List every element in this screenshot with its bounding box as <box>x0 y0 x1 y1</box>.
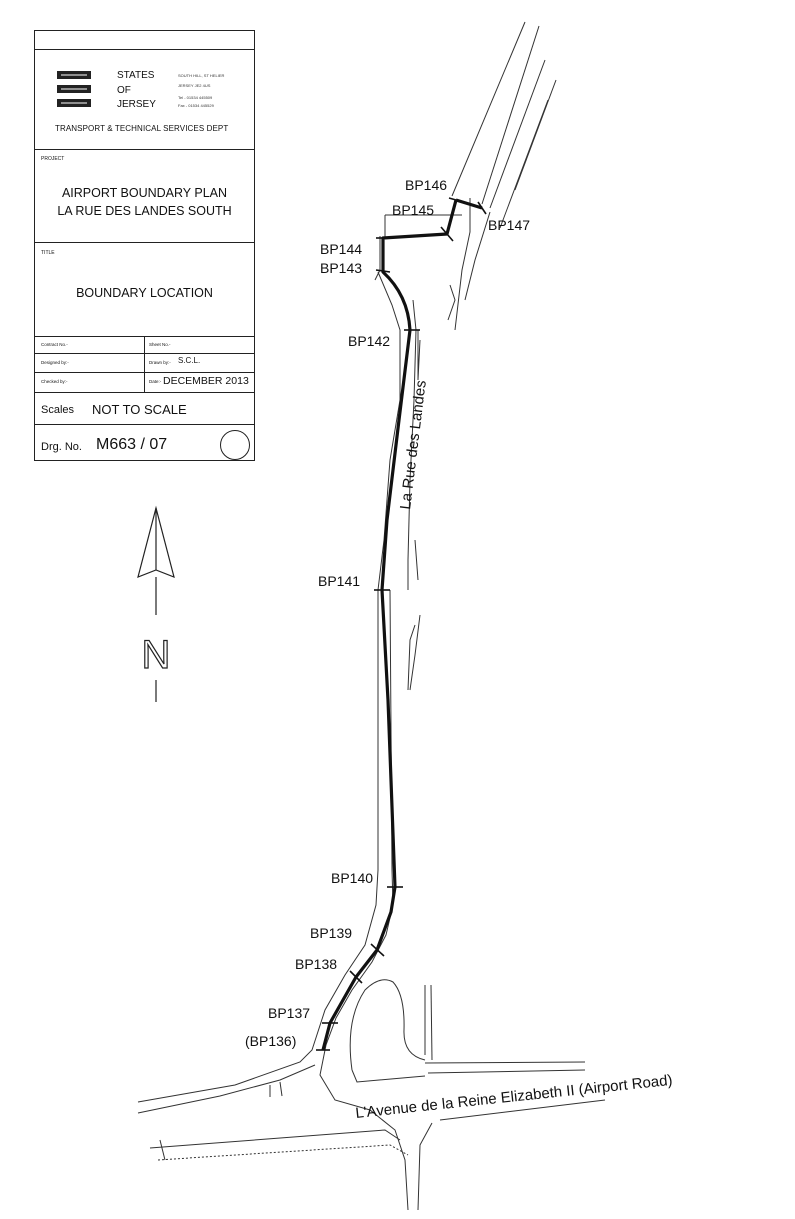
drawn-label: Drawn by:- <box>149 360 171 365</box>
project-label: PROJECT <box>41 156 65 162</box>
scales-label: Scales <box>41 404 75 416</box>
designed-label: Designed by:- <box>41 360 69 365</box>
contact-line: Tel - 01534 445509 <box>178 95 213 100</box>
drawing-number: M663 / 07 <box>96 436 168 453</box>
boundary-point-label: (BP136) <box>245 1033 296 1049</box>
department-name: TRANSPORT & TECHNICAL SERVICES DEPT <box>55 124 229 133</box>
contact-line: SOUTH HILL, ST HELIER <box>178 73 225 78</box>
scales-value: NOT TO SCALE <box>92 402 187 417</box>
title-block-divider <box>35 424 254 425</box>
boundary-ticks <box>316 197 487 1051</box>
coat-of-arms-icon <box>57 71 91 79</box>
contact-line: JERSEY JE2 4US <box>178 83 211 88</box>
boundary-point-label: BP137 <box>268 1005 310 1021</box>
drawn-value: S.C.L. <box>178 356 201 365</box>
boundary-point-label: BP146 <box>405 177 447 193</box>
coat-of-arms-icon <box>57 85 91 93</box>
boundary-point-label: BP145 <box>392 202 434 218</box>
road-outlines <box>137 21 606 1211</box>
org-name-line: OF <box>117 85 131 96</box>
boundary-line <box>321 198 483 1051</box>
date-label: Date:- <box>149 379 162 384</box>
date-value: DECEMBER 2013 <box>163 375 249 387</box>
title-block-divider <box>35 392 254 393</box>
drawing-number-label: Drg. No. <box>41 441 82 453</box>
drawing-title: BOUNDARY LOCATION <box>76 286 213 300</box>
title-block-divider <box>35 49 254 50</box>
title-block-divider <box>35 149 254 150</box>
boundary-point-label: BP141 <box>318 573 360 589</box>
title-block: STATES OF JERSEY SOUTH HILL, ST HELIER J… <box>34 30 255 461</box>
boundary-point-label: BP140 <box>331 870 373 886</box>
boundary-point-label: BP144 <box>320 241 362 257</box>
org-name-line: JERSEY <box>117 99 156 110</box>
boundary-point-label: BP138 <box>295 956 337 972</box>
north-arrow <box>137 505 175 702</box>
boundary-point-label: BP143 <box>320 260 362 276</box>
title-block-divider <box>35 242 254 243</box>
coat-of-arms-icon <box>57 99 91 107</box>
project-line: AIRPORT BOUNDARY PLAN <box>61 186 228 200</box>
boundary-point-label: BP147 <box>488 217 530 233</box>
contract-label: Contract No.- <box>41 342 68 347</box>
revision-circle-icon <box>220 430 250 460</box>
org-name-line: STATES <box>117 70 155 81</box>
contact-line: Fax - 01534 445529 <box>178 103 214 108</box>
checked-label: Checked by:- <box>41 379 68 384</box>
sheet-label: Sheet No.- <box>149 342 171 347</box>
north-label: N <box>142 633 171 677</box>
grid-divider <box>144 336 145 392</box>
boundary-point-label: BP139 <box>310 925 352 941</box>
project-line: LA RUE DES LANDES SOUTH <box>57 204 232 218</box>
airport-road-label: L'Avenue de la Reine Elizabeth II (Airpo… <box>355 1072 674 1122</box>
title-label: TITLE <box>41 250 55 256</box>
boundary-point-label: BP142 <box>348 333 390 349</box>
